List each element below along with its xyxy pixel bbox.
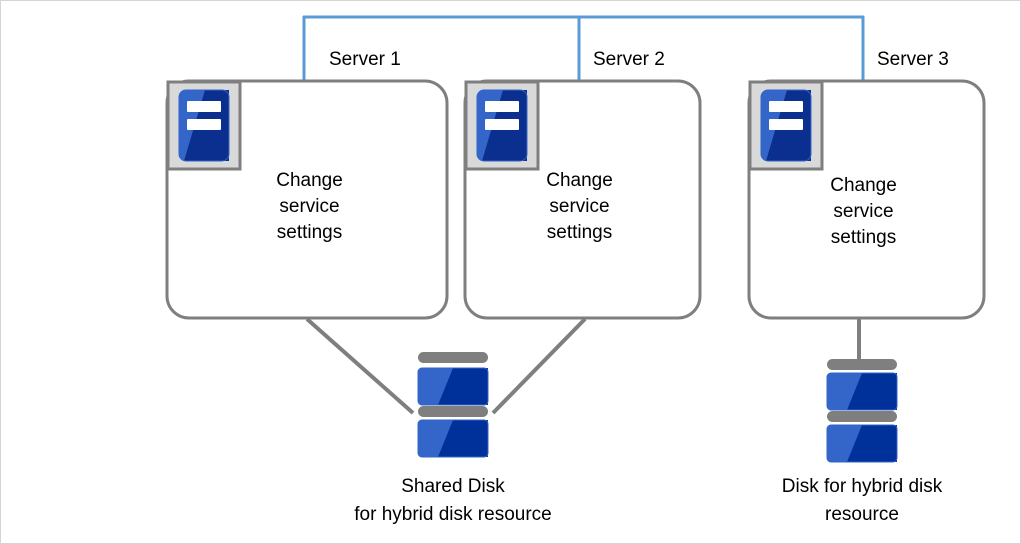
server-1-body-text: Change service settings [276, 170, 343, 243]
server-3-body-text: Change service settings [830, 175, 897, 248]
network-bus [302, 15, 865, 80]
connector-server1-shared-disk [305, 317, 415, 415]
server-3-label: Server 3 [877, 49, 949, 70]
server-2-body-text: Change service settings [546, 170, 613, 243]
shared-disk-caption: Shared Disk for hybrid disk resource [354, 476, 552, 525]
disk-connectors [305, 317, 861, 415]
shared-disk-icon[interactable] [417, 352, 489, 458]
server-1-icon [166, 80, 242, 171]
server-3-icon [748, 80, 824, 171]
server-1-label: Server 1 [329, 49, 401, 70]
hybrid-disk-icon[interactable] [826, 359, 898, 463]
server-2-label: Server 2 [593, 49, 665, 70]
connector-server2-shared-disk [491, 317, 587, 415]
server-2-icon [464, 80, 540, 171]
hybrid-disk-caption: Disk for hybrid disk resource [781, 476, 943, 525]
